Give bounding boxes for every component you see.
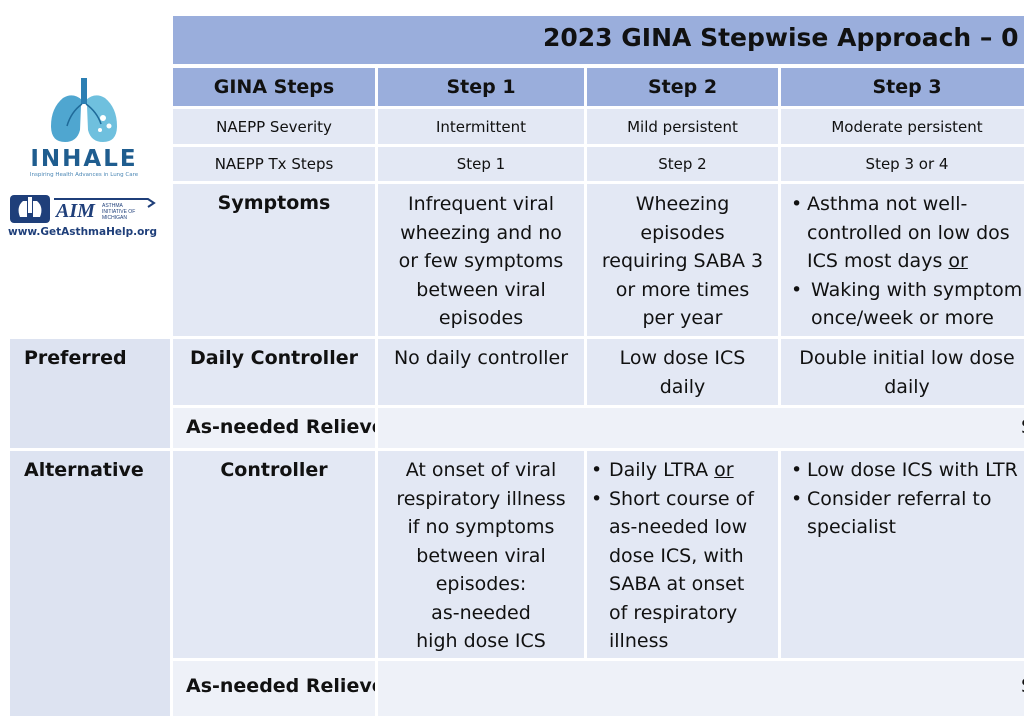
symptoms-label: Symptoms	[173, 184, 375, 336]
alt-reliever-label: As-needed Reliever	[173, 661, 375, 716]
daily-controller-label: Daily Controller	[173, 339, 375, 405]
symptoms-step-3: Asthma not well-controlled on low dosICS…	[781, 184, 1024, 336]
alt-step-3: Low dose ICS with LTR Consider referral …	[781, 451, 1024, 658]
header-gina-steps: GINA Steps	[173, 68, 375, 106]
header-step-3: Step 3	[781, 68, 1024, 106]
website-url: www.GetAsthmaHelp.org	[8, 226, 157, 238]
preferred-label: Preferred	[10, 339, 170, 448]
page-title: 2023 GINA Stepwise Approach – 0 to	[543, 23, 1024, 52]
header-step-1: Step 1	[378, 68, 584, 106]
naepp-severity-label: NAEPP Severity	[173, 109, 375, 144]
tx-step-2: Step 2	[587, 147, 778, 181]
svg-text:ASTHMA: ASTHMA	[102, 203, 124, 209]
inhale-logo-text: INHALE	[30, 146, 138, 172]
severity-step-3: Moderate persistent	[781, 109, 1024, 144]
svg-text:MICHIGAN: MICHIGAN	[102, 215, 127, 221]
header-step-2: Step 2	[587, 68, 778, 106]
svg-text:INITIATIVE OF: INITIATIVE OF	[102, 209, 135, 215]
tx-step-3: Step 3 or 4	[781, 147, 1024, 181]
alt-reliever-value: S	[378, 661, 1024, 716]
alternative-label: Alternative	[10, 451, 170, 716]
aim-logo-text: AIM	[54, 200, 96, 222]
title-bar	[173, 16, 1024, 64]
preferred-reliever-value: S	[378, 408, 1024, 448]
inhale-tagline: Inspiring Health Advances in Lung Care	[29, 172, 139, 178]
preferred-step-1: No daily controller	[378, 339, 584, 405]
tx-step-1: Step 1	[378, 147, 584, 181]
preferred-reliever-label: As-needed Reliever	[173, 408, 375, 448]
naepp-tx-label: NAEPP Tx Steps	[173, 147, 375, 181]
aim-logo: AIM ASTHMA INITIATIVE OF MICHIGAN	[10, 195, 156, 223]
severity-step-1: Intermittent	[378, 109, 584, 144]
alt-controller-label: Controller	[173, 451, 375, 658]
inhale-lungs-logo	[51, 78, 117, 142]
severity-step-2: Mild persistent	[587, 109, 778, 144]
